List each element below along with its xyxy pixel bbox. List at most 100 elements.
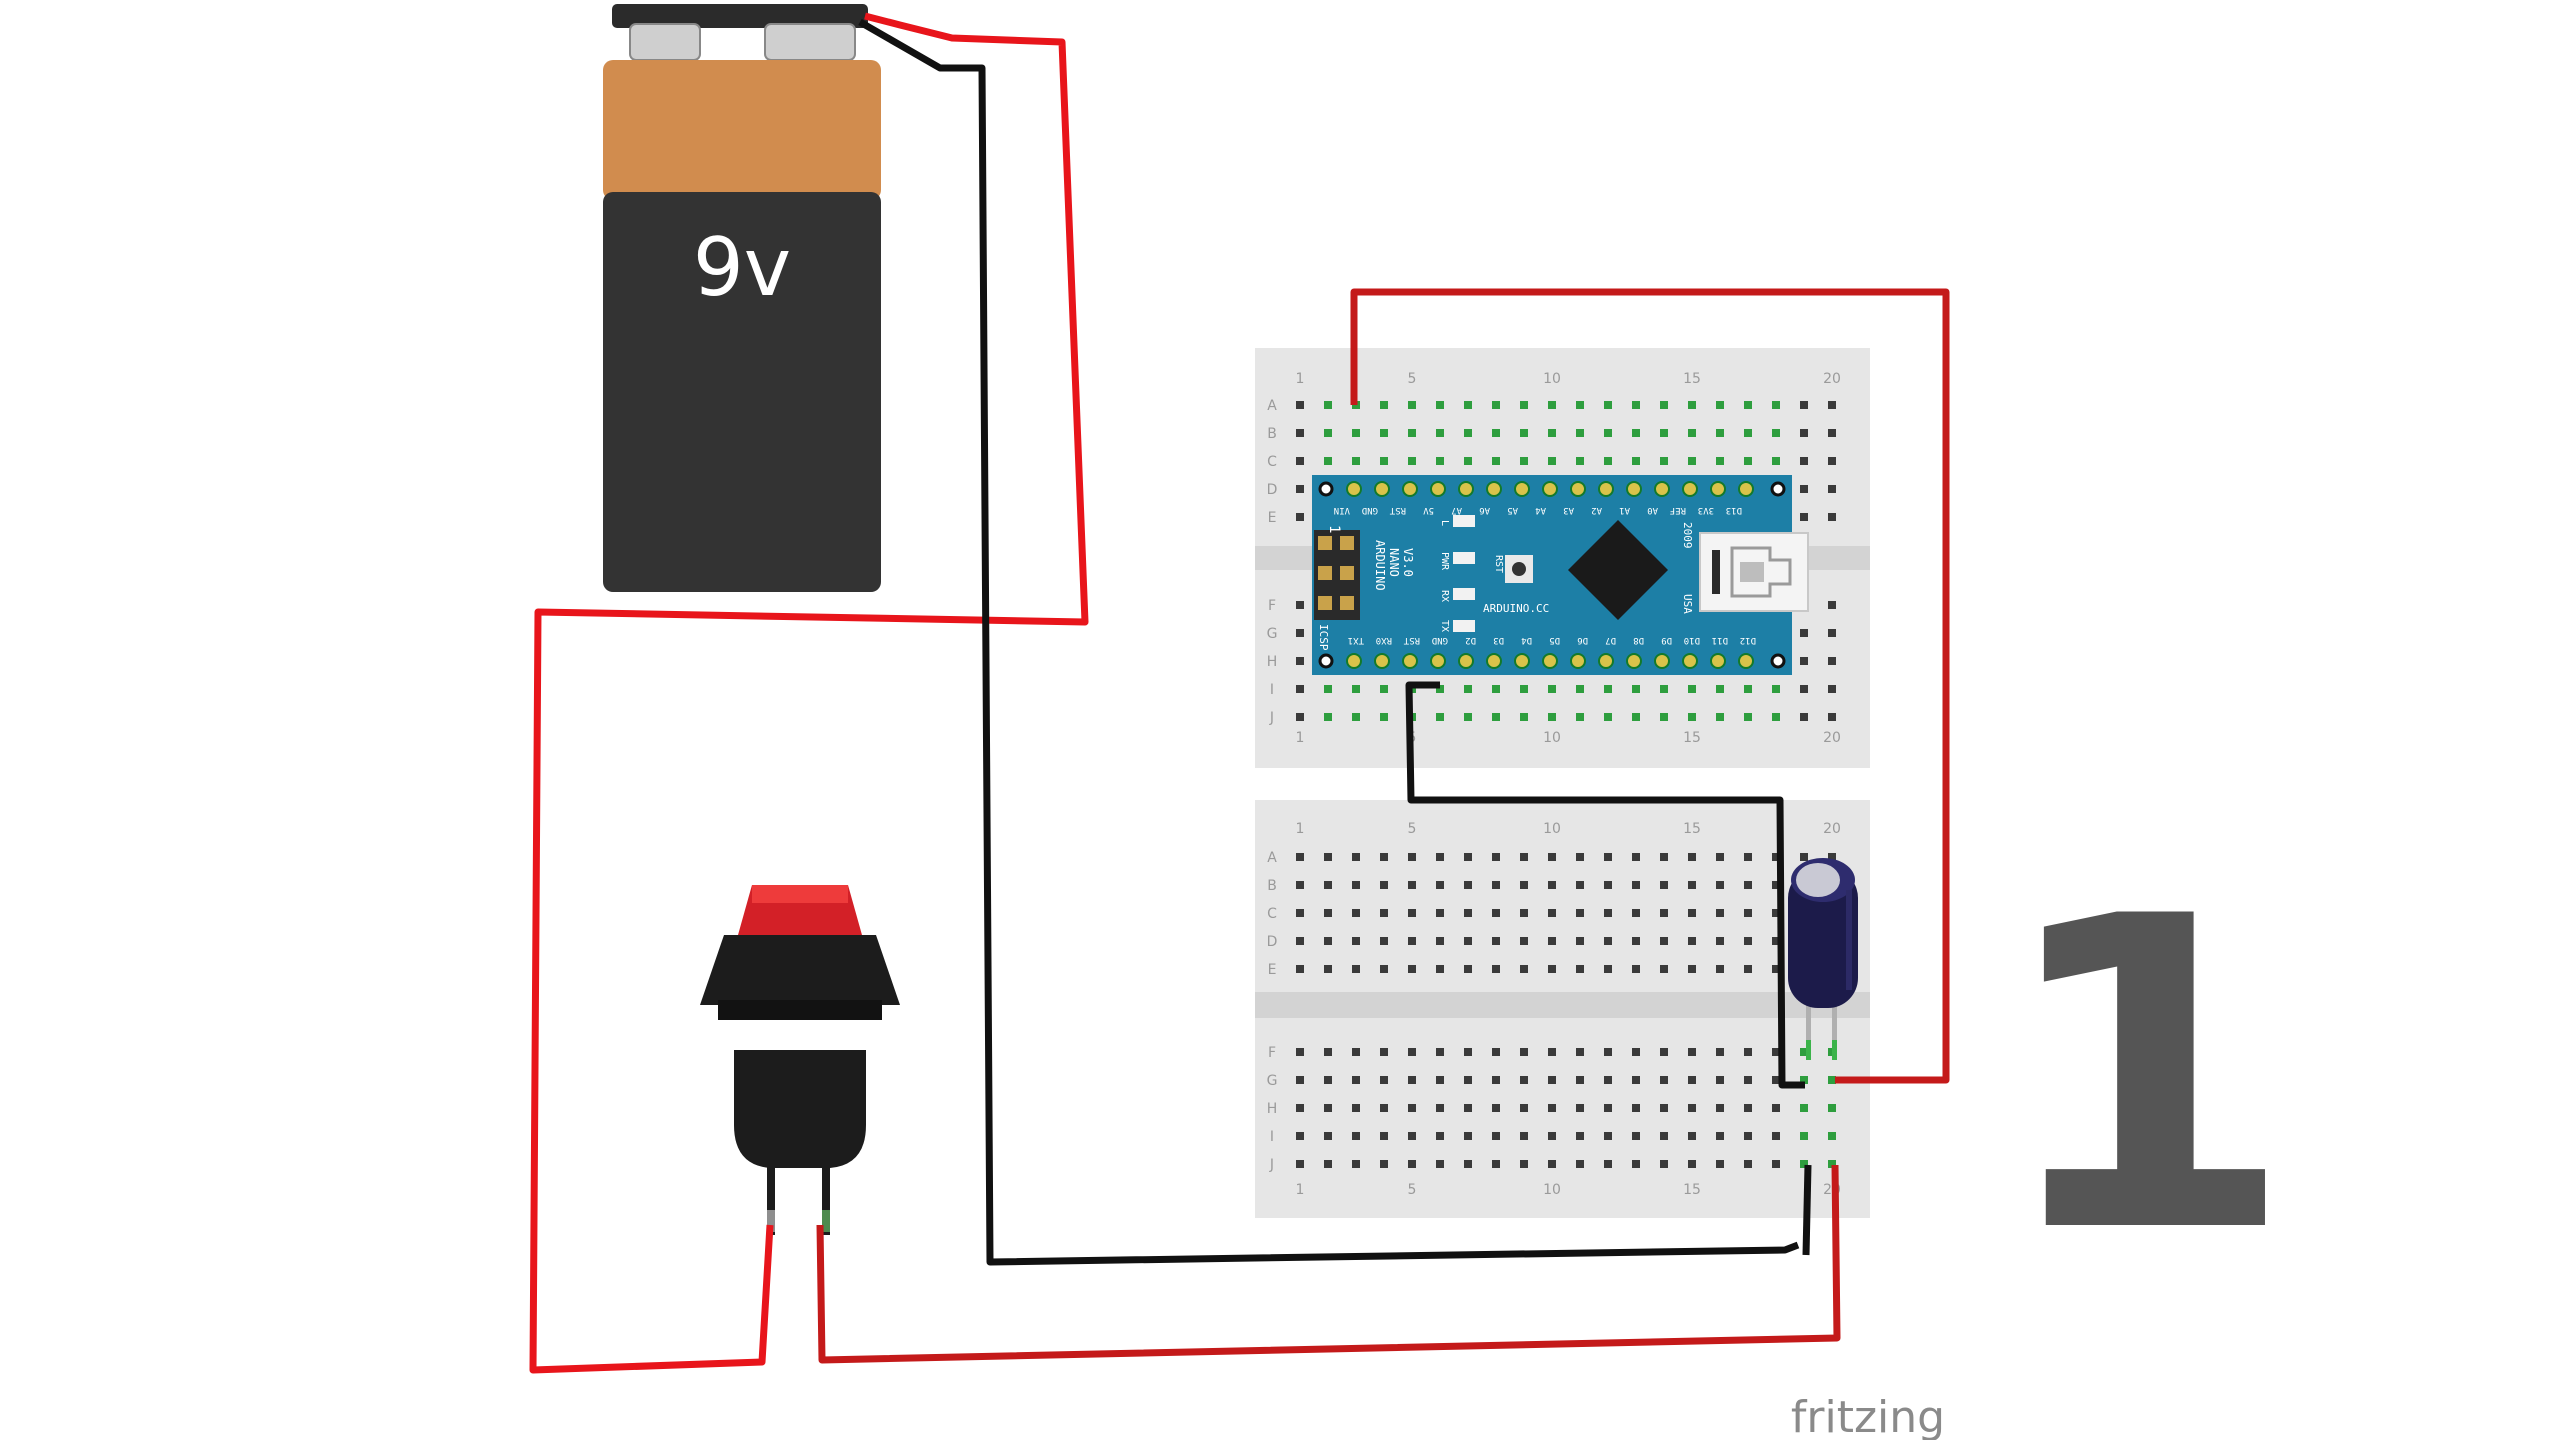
breadboard-hole	[1744, 881, 1752, 889]
breadboard-hole	[1436, 1048, 1444, 1056]
arduino-pin	[1738, 481, 1754, 497]
breadboard-hole	[1408, 1160, 1416, 1168]
breadboard-hole	[1604, 853, 1612, 861]
breadboard-hole	[1660, 713, 1668, 721]
breadboard-hole	[1492, 457, 1500, 465]
arduino-top-pin-label: A2	[1591, 505, 1602, 515]
breadboard-hole	[1660, 909, 1668, 917]
breadboard-hole	[1296, 1160, 1304, 1168]
breadboard-hole	[1800, 513, 1808, 521]
breadboard-hole	[1688, 881, 1696, 889]
breadboard-hole	[1492, 1076, 1500, 1084]
breadboard-hole	[1576, 457, 1584, 465]
arduino-top-pin-label: RST	[1389, 505, 1406, 515]
breadboard-hole	[1772, 937, 1780, 945]
breadboard-hole	[1800, 657, 1808, 665]
breadboard-hole	[1492, 853, 1500, 861]
breadboard-hole	[1604, 909, 1612, 917]
breadboard-hole	[1548, 965, 1556, 973]
breadboard-hole	[1408, 401, 1416, 409]
breadboard-hole	[1660, 401, 1668, 409]
breadboard-hole	[1716, 457, 1724, 465]
brand-label: ARDUINO.CC	[1483, 602, 1549, 615]
breadboard-hole	[1744, 713, 1752, 721]
breadboard-hole	[1828, 513, 1836, 521]
breadboard-hole	[1688, 401, 1696, 409]
breadboard-hole	[1828, 429, 1836, 437]
breadboard-hole	[1492, 401, 1500, 409]
breadboard-hole	[1408, 937, 1416, 945]
breadboard-hole	[1576, 1104, 1584, 1112]
column-number: 1	[1296, 371, 1305, 387]
breadboard-hole	[1380, 1076, 1388, 1084]
row-letter: I	[1270, 682, 1274, 698]
column-number: 5	[1408, 371, 1417, 387]
arduino-pin	[1682, 653, 1698, 669]
arduino-bottom-pin-label: D2	[1465, 635, 1476, 645]
breadboard-hole	[1716, 1132, 1724, 1140]
breadboard-hole	[1352, 1160, 1360, 1168]
breadboard-hole	[1408, 1104, 1416, 1112]
breadboard-hole	[1632, 429, 1640, 437]
breadboard-hole	[1436, 1104, 1444, 1112]
breadboard-hole	[1436, 881, 1444, 889]
arduino-pin	[1486, 481, 1502, 497]
breadboard-hole	[1380, 909, 1388, 917]
arduino-pin	[1430, 481, 1446, 497]
breadboard-hole	[1380, 429, 1388, 437]
breadboard-hole	[1520, 853, 1528, 861]
breadboard-hole	[1772, 881, 1780, 889]
arduino-top-pin-label: A6	[1479, 505, 1490, 515]
breadboard-hole	[1324, 685, 1332, 693]
breadboard-hole	[1296, 965, 1304, 973]
arduino-top-pin-label: VIN	[1334, 505, 1350, 515]
breadboard-hole	[1324, 457, 1332, 465]
arduino-pin	[1570, 653, 1586, 669]
breadboard-hole	[1576, 965, 1584, 973]
row-letter: C	[1267, 906, 1277, 922]
breadboard-hole	[1324, 429, 1332, 437]
arduino-pin	[1374, 653, 1390, 669]
breadboard-hole	[1604, 1104, 1612, 1112]
arduino-top-pin-label: A1	[1619, 505, 1630, 515]
breadboard-hole	[1464, 881, 1472, 889]
row-letter: F	[1268, 1045, 1276, 1061]
breadboard-hole	[1380, 1160, 1388, 1168]
breadboard-hole	[1660, 1132, 1668, 1140]
breadboard-hole	[1464, 685, 1472, 693]
breadboard-hole	[1688, 965, 1696, 973]
breadboard-hole	[1408, 1132, 1416, 1140]
breadboard-hole	[1604, 1132, 1612, 1140]
arduino-bottom-pin-label: D12	[1740, 635, 1756, 645]
arduino-pins	[1318, 481, 1786, 669]
breadboard-hole	[1464, 937, 1472, 945]
breadboard-hole	[1828, 601, 1836, 609]
breadboard-hole	[1576, 1048, 1584, 1056]
breadboard-hole	[1800, 685, 1808, 693]
breadboard-hole	[1296, 629, 1304, 637]
breadboard-hole	[1688, 1048, 1696, 1056]
breadboard-hole	[1660, 1104, 1668, 1112]
battery-label: 9v	[693, 221, 791, 314]
status-leds	[1453, 515, 1475, 632]
breadboard-hole	[1744, 1160, 1752, 1168]
breadboard-hole	[1632, 937, 1640, 945]
breadboard-hole	[1632, 965, 1640, 973]
breadboard-hole	[1576, 937, 1584, 945]
breadboard-hole	[1464, 965, 1472, 973]
row-letter: B	[1267, 426, 1277, 442]
breadboard-hole	[1492, 1048, 1500, 1056]
breadboard-hole	[1660, 457, 1668, 465]
arduino-bottom-pin-label: D8	[1633, 635, 1644, 645]
arduino-nano: VINTX1GNDRX0RSTRST5VGNDA7D2A6D3A5D4A4D5A…	[1312, 475, 1809, 675]
breadboard-hole	[1660, 937, 1668, 945]
breadboard-hole	[1688, 1104, 1696, 1112]
breadboard-hole	[1716, 429, 1724, 437]
breadboard-hole	[1632, 401, 1640, 409]
model-line-1: ARDUINO	[1373, 540, 1387, 591]
breadboard-hole	[1324, 1104, 1332, 1112]
breadboard-hole	[1436, 909, 1444, 917]
mounting-hole	[1318, 481, 1334, 497]
breadboard-hole	[1660, 965, 1668, 973]
